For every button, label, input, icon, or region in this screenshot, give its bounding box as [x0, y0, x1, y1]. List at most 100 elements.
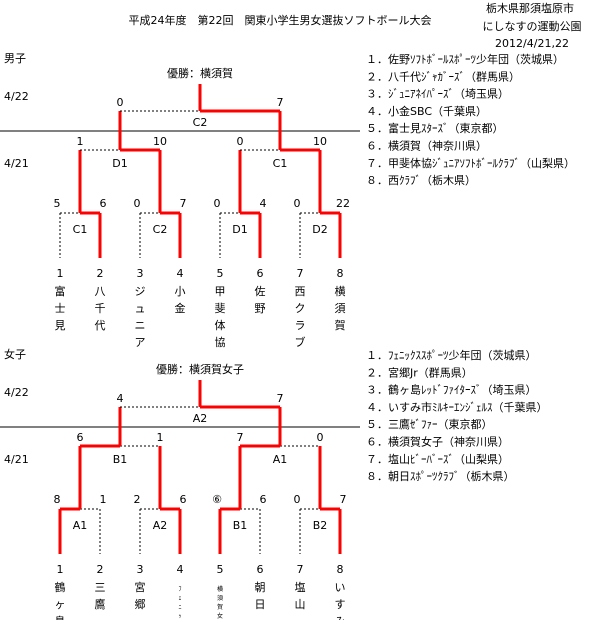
girls-team-name-char: 女 [217, 612, 223, 620]
boys-team-name-char: ア [135, 336, 146, 349]
boys-team-name-char: 見 [55, 319, 66, 332]
boys-date-r1: 4/21 [4, 157, 29, 170]
boys-r1-score: 0 [214, 197, 221, 210]
boys-champion: 優勝：横須賀 [167, 66, 233, 80]
girls-date-final: 4/22 [4, 386, 29, 399]
girls-team-name-char: 朝 [255, 581, 266, 594]
boys-team-num-4: 4 [177, 267, 184, 280]
girls-team-num-5: 5 [217, 563, 224, 576]
boys-r1-score: 7 [180, 197, 187, 210]
girls-team-name-char: 横 [217, 585, 223, 593]
girls-r1-score: 6 [260, 493, 267, 506]
girls-team-name-char: 島 [55, 614, 66, 620]
page-title: 平成24年度 第22回 関東小学生男女選抜ソフトボール大会 [129, 13, 432, 27]
girls-team-name-char: い [335, 581, 346, 594]
venue-city: 栃木県那須塩原市 [486, 1, 574, 15]
boys-team-num-6: 6 [257, 267, 264, 280]
boys-team-name-char: 佐 [255, 284, 266, 298]
boys-team-name-char: 千 [95, 302, 106, 315]
girls-r1-game-1: A2 [153, 519, 168, 532]
boys-team-name-char: 代 [95, 319, 106, 332]
girls-team-num-4: 4 [177, 563, 184, 576]
girls-final-game: A2 [193, 412, 208, 425]
boys-team-name-char: 西 [295, 285, 306, 298]
girls-team-name-char: 山 [295, 598, 306, 611]
girls-date-r1: 4/21 [4, 453, 29, 466]
girls-team-num-3: 3 [137, 563, 144, 576]
boys-team-name-char: 八 [95, 285, 106, 298]
girls-team-num-7: 7 [297, 563, 304, 576]
boys-team-name-char: 野 [255, 302, 266, 315]
girls-result-4: ４．いすみ市ﾐﾙｷｰｴﾝｼﾞｪﾙｽ（千葉県） [366, 400, 548, 414]
boys-final-game: C2 [193, 116, 208, 129]
boys-r1-game-3: D2 [312, 223, 327, 236]
girls-result-3: ３．鶴ヶ島ﾚｯﾄﾞﾌｧｲﾀｰｽﾞ（埼玉県） [366, 383, 537, 397]
girls-result-6: ６．横須賀女子（神奈川県） [366, 435, 509, 449]
boys-team-name-char: ブ [295, 335, 306, 349]
girls-final-score: 7 [277, 392, 284, 405]
boys-semi-score: 1 [77, 135, 84, 148]
boys-r1-game-1: C2 [153, 223, 168, 236]
boys-team-name-char: 甲 [215, 285, 226, 298]
boys-semi-game-1: C1 [273, 157, 288, 170]
boys-team-name-char: 協 [215, 336, 226, 349]
venue-park: にしなすの運動公園 [483, 19, 582, 33]
boys-semi-score: 10 [153, 135, 167, 148]
boys-section-label: 男子 [4, 52, 26, 65]
girls-result-1: １．ﾌｪﾆｯｸｽｽﾎﾟｰﾂ少年団（茨城県） [366, 348, 537, 362]
girls-result-7: ７．塩山ﾋﾞｰﾊﾞｰｽﾞ（山梨県） [366, 452, 509, 466]
girls-semi-score: 6 [77, 431, 84, 444]
boys-team-name-char: ジ [135, 285, 146, 298]
girls-r1-game-2: B1 [233, 519, 248, 532]
girls-team-num-6: 6 [257, 563, 264, 576]
boys-team-num-3: 3 [137, 267, 144, 280]
boys-team-num-7: 7 [297, 267, 304, 280]
boys-team-name-char: 富 [55, 284, 66, 298]
boys-team-name-char: ク [295, 302, 306, 315]
girls-r1-score: 2 [134, 493, 141, 506]
girls-team-name-char: ﾆ [178, 604, 181, 611]
girls-section-label: 女子 [4, 347, 26, 361]
boys-result-7: ７．甲斐体協ｼﾞｭﾆｱｿﾌﾄﾎﾞｰﾙｸﾗﾌﾞ（山梨県） [366, 156, 575, 170]
girls-team-name-char: 須 [217, 594, 223, 602]
boys-result-5: ５．富士見ｽﾀｰｽﾞ（東京都） [366, 121, 504, 135]
girls-team-name-char: す [335, 598, 346, 611]
girls-r1-score: ⑥ [212, 493, 222, 506]
girls-team-name-char: み [335, 615, 346, 620]
girls-r1-score: 0 [294, 493, 301, 506]
girls-team-name-char: 塩 [295, 580, 306, 594]
boys-final-score: 0 [117, 96, 124, 109]
boys-semi-score: 0 [237, 135, 244, 148]
boys-result-4: ４．小金SBC（千葉県） [366, 104, 487, 118]
boys-r1-score: 0 [294, 197, 301, 210]
boys-team-num-8: 8 [337, 267, 344, 280]
boys-r1-score: 5 [54, 197, 61, 210]
boys-r1-game-2: D1 [232, 223, 247, 236]
girls-r1-score: 8 [54, 493, 61, 506]
boys-team-name-char: ラ [295, 319, 306, 332]
girls-result-5: ５．三鷹ｾﾞﾌｧｰ（東京都） [366, 417, 493, 431]
girls-team-name-char: 鷹 [95, 597, 106, 611]
boys-final-score: 7 [277, 96, 284, 109]
girls-team-name-char: ｪ [178, 595, 181, 602]
boys-date-final: 4/22 [4, 90, 29, 103]
girls-r1-game-3: B2 [313, 519, 328, 532]
girls-team-name-char: 鶴 [55, 580, 66, 594]
boys-semi-game-0: D1 [112, 157, 127, 170]
girls-result-8: ８．朝日ｽﾎﾟｰﾂｸﾗﾌﾞ（栃木県） [366, 469, 515, 483]
girls-team-name-char: ﾌ [178, 586, 181, 593]
girls-r1-score: 1 [100, 493, 107, 506]
boys-r1-score: 22 [336, 197, 350, 210]
girls-result-2: ２．宮郷Jr（群馬県） [366, 365, 473, 379]
girls-team-num-1: 1 [57, 563, 64, 576]
boys-team-num-2: 2 [97, 267, 104, 280]
boys-team-num-1: 1 [57, 267, 64, 280]
girls-team-name-char: 三 [95, 581, 106, 594]
boys-team-name-char: 士 [55, 302, 66, 315]
boys-team-num-5: 5 [217, 267, 224, 280]
boys-result-6: ６．横須賀（神奈川県） [366, 139, 487, 153]
boys-team-name-char: ュ [135, 302, 146, 315]
girls-team-num-8: 8 [337, 563, 344, 576]
boys-result-8: ８．西ｸﾗﾌﾞ（栃木県） [366, 173, 476, 187]
